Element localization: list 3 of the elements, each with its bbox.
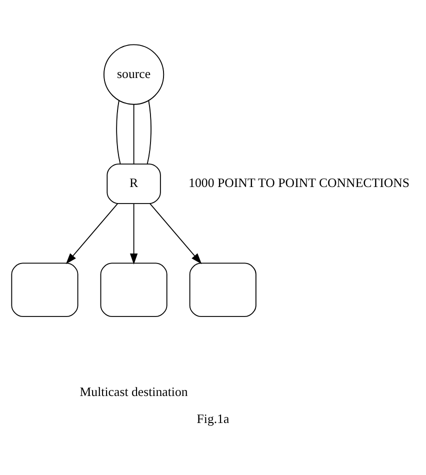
- label: Multicast destination: [80, 385, 188, 400]
- caption: Fig.1a: [196, 412, 230, 426]
- label: 1000 POINT TO POINT CONNECTIONS: [188, 176, 410, 190]
